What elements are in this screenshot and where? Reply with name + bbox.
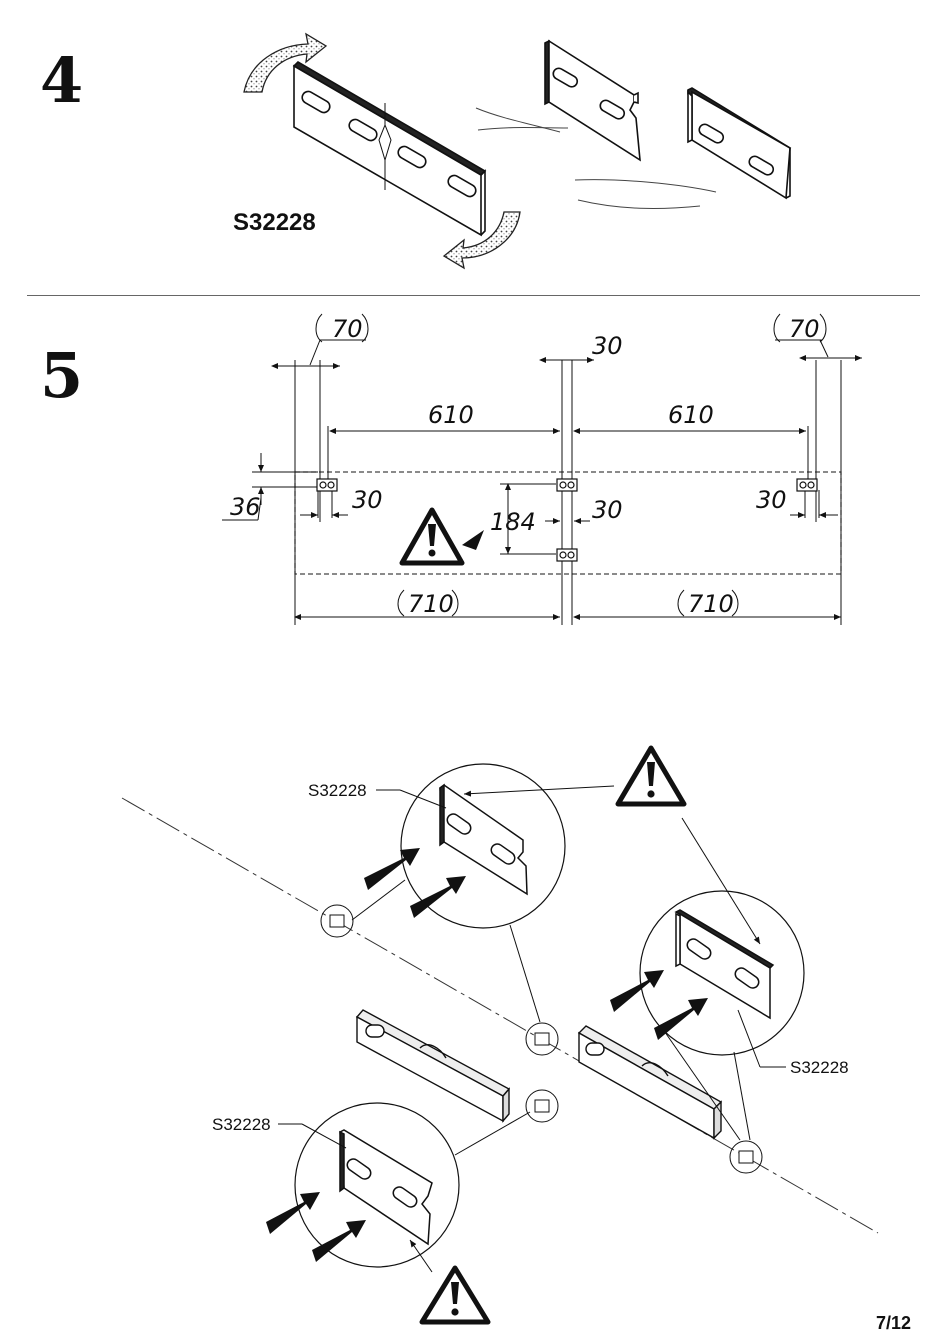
- dim-bracket-right: 30: [756, 486, 787, 514]
- warning-icon: [463, 745, 761, 945]
- dim-half-right: 710: [688, 590, 734, 618]
- dim-bracket-left: 30: [352, 486, 383, 514]
- part-callout-right: S32228: [790, 1058, 849, 1077]
- push-arrow-icon: [410, 876, 466, 918]
- step-divider: [27, 295, 920, 296]
- dim-half-left: 710: [408, 590, 454, 618]
- wall-bracket-icon: [687, 87, 792, 200]
- part-callout-top: S32228: [308, 781, 367, 800]
- part-callout-bottom: S32228: [212, 1115, 271, 1134]
- callout-leaders: [278, 789, 786, 1149]
- page-number: 7/12: [876, 1313, 912, 1333]
- warning-icon: [399, 507, 484, 566]
- step-number-5: 5: [40, 339, 84, 412]
- dim-right-offset: 70: [789, 315, 820, 343]
- dim-top-offset: 36: [230, 493, 261, 521]
- push-arrow-icon: [610, 970, 664, 1012]
- rotate-arrow-icon: [442, 211, 521, 270]
- push-arrow-icon: [364, 848, 420, 890]
- dim-vertical-gap: 184: [490, 508, 536, 536]
- part-code-step4: S32228: [233, 209, 316, 236]
- wall-bracket-icon: [292, 60, 487, 237]
- warning-icon: [409, 1239, 491, 1325]
- detail-circle-bottom: [266, 1102, 531, 1268]
- bracket-target-circles: [320, 904, 763, 1174]
- push-arrow-icon: [312, 1220, 366, 1262]
- motion-lines: [475, 107, 717, 209]
- level-tool-icon: [355, 1009, 511, 1123]
- detail-circle-right: [610, 890, 805, 1141]
- step-number-4: 4: [40, 44, 84, 117]
- detail-circle-top: [351, 763, 566, 1023]
- push-arrow-icon: [266, 1192, 320, 1234]
- dim-bracket-center: 30: [592, 496, 623, 524]
- wall-bracket-icon: [544, 39, 641, 162]
- push-arrow-icon: [654, 998, 708, 1040]
- dim-left-offset: 70: [332, 315, 363, 343]
- dim-spacing-right: 610: [668, 401, 714, 429]
- bracket-markers: [316, 478, 818, 562]
- dim-center-gap: 30: [592, 332, 623, 360]
- dimension-lines: [222, 339, 862, 625]
- rotate-arrow-icon: [243, 32, 328, 93]
- dim-spacing-left: 610: [428, 401, 474, 429]
